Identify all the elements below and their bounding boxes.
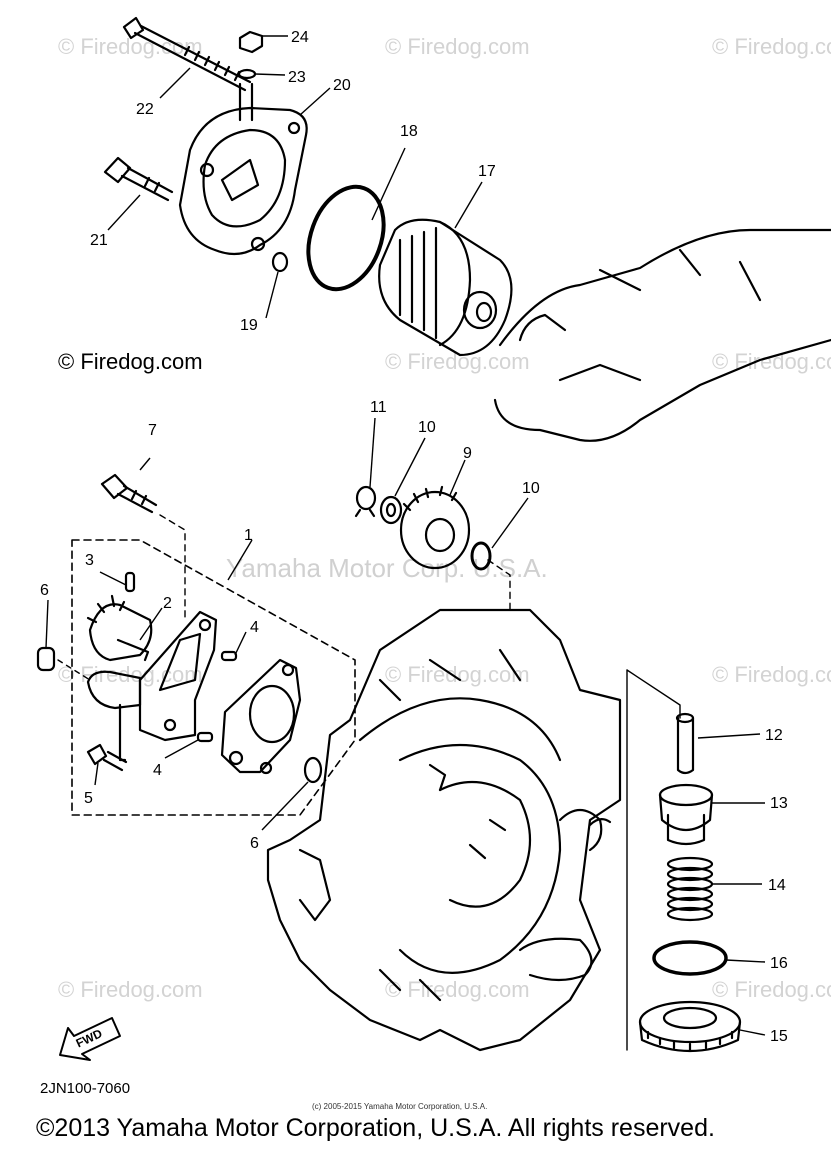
watermark-firedog-9: © Firedog.com xyxy=(712,662,831,687)
callout-6: 6 xyxy=(250,835,259,852)
callout-10-lower: 10 xyxy=(522,480,540,497)
dowel-pin-upper xyxy=(220,650,238,662)
dowel-pin-lower xyxy=(196,731,214,743)
callout-23: 23 xyxy=(288,69,306,86)
filter-cover-part xyxy=(178,106,308,256)
pump-cover-part xyxy=(220,658,302,775)
footer-copyright: ©2013 Yamaha Motor Corporation, U.S.A. A… xyxy=(36,1114,715,1142)
callout-5: 5 xyxy=(84,790,93,807)
pump-seal-part xyxy=(36,646,91,681)
watermark-firedog-2: © Firedog.com xyxy=(385,34,530,59)
watermark-firedog-7: © Firedog.com xyxy=(58,662,203,687)
callout-4-lower: 4 xyxy=(153,762,162,779)
callout-18: 18 xyxy=(400,123,418,140)
small-bolt-part xyxy=(237,30,264,122)
relief-valve-bracket xyxy=(626,669,681,1051)
pump-bolt-part xyxy=(100,473,186,621)
watermark-firedog-6: © Firedog.com xyxy=(712,349,831,374)
filter-element-part xyxy=(378,218,513,357)
diagram-code: 2JN100-7060 xyxy=(40,1080,131,1097)
watermark-firedog-8: © Firedog.com xyxy=(385,662,530,687)
small-copyright: (c) 2005-2015 Yamaha Motor Corporation, … xyxy=(312,1102,488,1111)
pump-group-box xyxy=(71,539,356,816)
watermark-firedog-10: © Firedog.com xyxy=(58,977,203,1002)
callout-7: 7 xyxy=(148,422,157,439)
relief-o-ring-part xyxy=(652,940,728,976)
relief-valve-body-part xyxy=(658,783,714,846)
gear-set-parts xyxy=(354,485,511,611)
callout-4-upper: 4 xyxy=(250,619,259,636)
callout-2: 2 xyxy=(163,595,172,612)
leader-lines xyxy=(45,35,766,1036)
cover-bolt-part xyxy=(103,156,174,202)
callout-15: 15 xyxy=(770,1028,788,1045)
fwd-label: FWD xyxy=(74,1026,105,1050)
callout-9: 9 xyxy=(463,445,472,462)
engine-case-top xyxy=(493,228,831,442)
pump-pin-part xyxy=(124,571,136,593)
long-bolt-part xyxy=(122,16,252,92)
relief-cap-part xyxy=(638,1000,742,1053)
watermark-firedog-11: © Firedog.com xyxy=(385,977,530,1002)
watermark-firedog-12: © Firedog.com xyxy=(712,977,831,1002)
watermark-firedog-4: © Firedog.com xyxy=(58,349,203,374)
callout-13: 13 xyxy=(770,795,788,812)
callout-20: 20 xyxy=(333,77,351,94)
callout-12: 12 xyxy=(765,727,783,744)
o-ring-part xyxy=(306,184,386,292)
callout-19: 19 xyxy=(240,317,258,334)
callout-24: 24 xyxy=(291,29,309,46)
callout-1: 1 xyxy=(244,527,253,544)
relief-spring-part xyxy=(666,856,714,922)
small-o-ring-part xyxy=(271,251,289,273)
pump-screw-part xyxy=(86,743,128,772)
callout-10-upper: 10 xyxy=(418,419,436,436)
callout-22: 22 xyxy=(136,101,154,118)
callout-14: 14 xyxy=(768,877,786,894)
pump-o-ring-part xyxy=(303,756,323,784)
watermark-yamaha: Yamaha Motor Corp. U.S.A. xyxy=(226,553,548,583)
callout-11: 11 xyxy=(370,399,387,416)
pump-rotor-part xyxy=(86,594,153,662)
watermark-firedog-3: © Firedog.com xyxy=(712,34,831,59)
callout-17: 17 xyxy=(478,163,496,180)
pump-body-part xyxy=(86,610,218,762)
callout-3: 3 xyxy=(85,552,94,569)
callout-8: 6 xyxy=(40,582,49,599)
relief-piston-part xyxy=(675,712,695,775)
callout-21: 21 xyxy=(90,232,108,249)
fwd-arrow-icon xyxy=(59,1017,121,1061)
crankcase-part xyxy=(266,608,622,1052)
callout-16: 16 xyxy=(770,955,788,972)
